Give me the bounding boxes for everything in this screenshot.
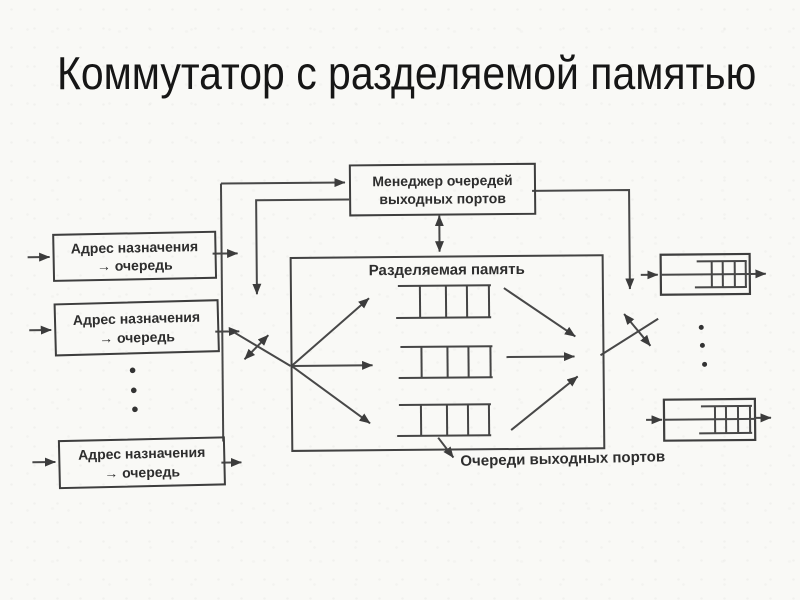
bus-to-manager bbox=[219, 178, 346, 442]
memory-fanout-arrows bbox=[290, 297, 374, 425]
address-lookup-box-3: Адрес назначения → очередь bbox=[57, 436, 226, 490]
memory-queue-glyphs bbox=[396, 284, 493, 438]
left-crossing-double-arrow bbox=[243, 334, 270, 361]
manager-connections bbox=[252, 188, 635, 295]
vertical-ellipsis-dots-right bbox=[698, 324, 708, 367]
output-port-1 bbox=[640, 252, 767, 296]
left-crossing bbox=[233, 331, 292, 367]
address-box-2-line2: → очередь bbox=[98, 327, 176, 346]
manager-left-down-line bbox=[252, 198, 350, 295]
queue-cells-icon-2 bbox=[398, 345, 493, 380]
converge-arrow-bottom bbox=[510, 375, 579, 431]
fanout-arrow-middle bbox=[291, 360, 374, 370]
queue-cells-icon-1 bbox=[396, 284, 492, 320]
address-lookup-box-1: Адрес назначения → очередь bbox=[52, 230, 218, 282]
queue-cells-icon-3 bbox=[397, 403, 492, 438]
output-port-2 bbox=[646, 397, 772, 442]
port1-midline bbox=[660, 272, 750, 276]
bus-vertical-line bbox=[219, 183, 225, 442]
port2-queue-cells-icon bbox=[699, 404, 753, 435]
queue-manager-box: Менеджер очередей выходных портов bbox=[348, 162, 537, 217]
address-box-1-line1: Адрес назначения bbox=[70, 237, 199, 257]
memory-converge-arrows bbox=[503, 287, 579, 431]
shared-memory-label: Разделяемая память bbox=[368, 260, 525, 280]
manager-right-down-line bbox=[532, 188, 635, 290]
shared-memory-box: Разделяемая память bbox=[289, 254, 606, 452]
fanout-arrow-bottom bbox=[290, 365, 371, 425]
right-crossing-double-arrow bbox=[623, 313, 652, 347]
bus-to-manager-arrow bbox=[220, 178, 346, 188]
slide-title: Коммутатор с разделяемой памятью bbox=[57, 47, 757, 99]
converge-arrow-top bbox=[503, 287, 576, 338]
port2-midline bbox=[664, 417, 756, 421]
queue-manager-label-line2: выходных портов bbox=[379, 190, 506, 208]
callout-line bbox=[437, 437, 455, 459]
input-port-arrows bbox=[27, 252, 56, 467]
queue-manager-label-line1: Менеджер очередей bbox=[372, 171, 513, 189]
port1-queue-cells-icon bbox=[694, 259, 747, 289]
address-output-arrows bbox=[212, 249, 242, 467]
right-crossing bbox=[599, 313, 659, 357]
address-box-1-line2: → очередь bbox=[96, 256, 173, 275]
vertical-ellipsis-dots-left bbox=[129, 367, 138, 413]
converge-arrow-middle bbox=[506, 352, 575, 362]
right-crossing-line bbox=[599, 317, 659, 357]
address-box-3-line2: → очередь bbox=[104, 462, 181, 481]
left-crossing-line bbox=[233, 331, 292, 367]
address-box-2-line1: Адрес назначения bbox=[72, 308, 201, 328]
address-lookup-box-2: Адрес назначения → очередь bbox=[53, 299, 220, 357]
fanout-arrow-top bbox=[290, 297, 370, 367]
address-box-3-line1: Адрес назначения bbox=[77, 443, 206, 463]
